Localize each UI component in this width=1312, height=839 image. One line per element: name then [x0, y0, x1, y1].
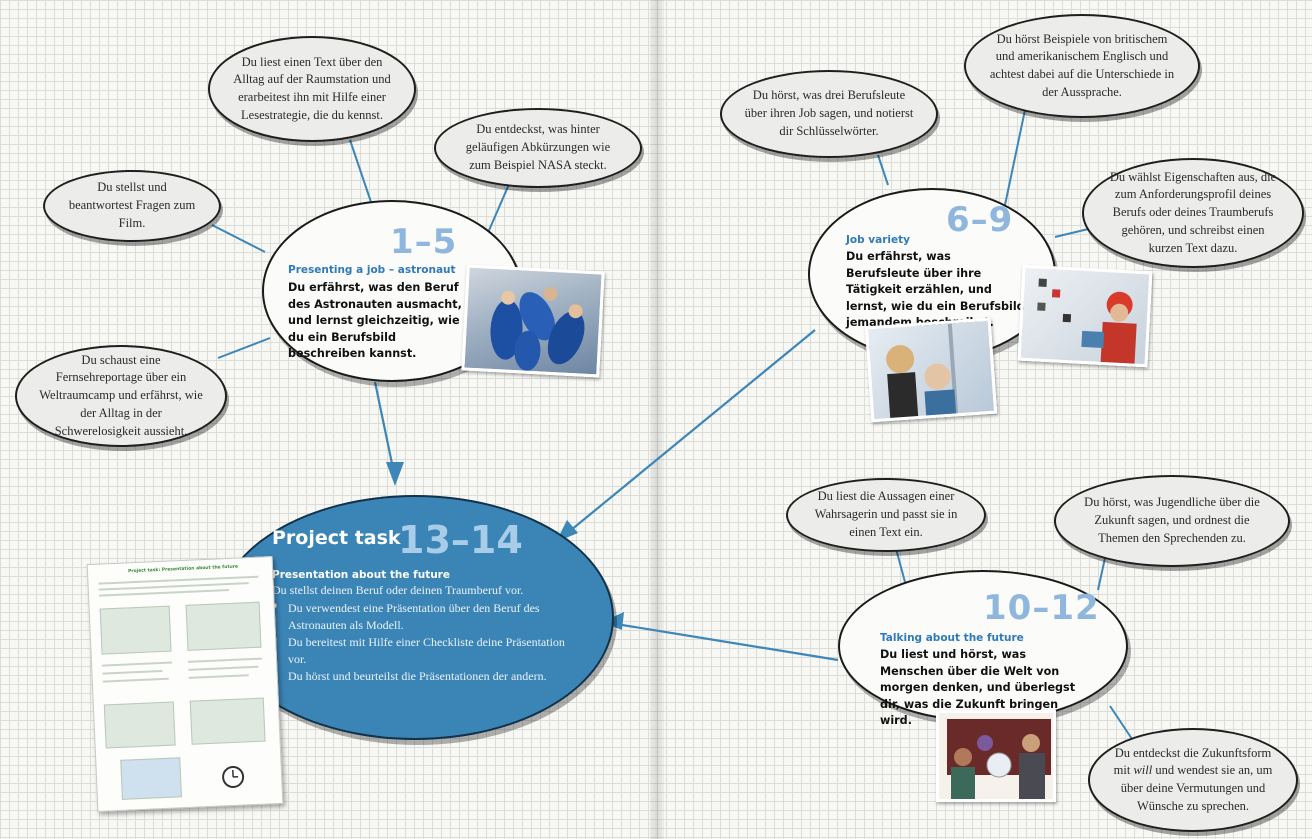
- bubble-zukunftsform: Du entdeckst die Zukunftsform mit will u…: [1088, 728, 1298, 832]
- unit-future-number: 10–12: [983, 588, 1100, 628]
- clock-icon: [222, 765, 245, 788]
- unit-astronaut-topic: Presenting a job – astronaut: [288, 264, 456, 276]
- project-task-item: Du verwendest eine Präsentation über den…: [272, 600, 572, 634]
- arrow-head-1: [386, 462, 404, 486]
- unit-future-bubble: [838, 570, 1128, 722]
- technician-image: [1037, 278, 1137, 368]
- bubble-nasa: Du entdeckst, was hinter geläufigen Abkü…: [434, 108, 642, 188]
- worksheet-title: Project task: Presentation about the fut…: [127, 564, 239, 575]
- worksheet-thumbnail: Project task: Presentation about the fut…: [86, 556, 284, 812]
- unit-astronaut-desc: Du erfährst, was den Beruf des Astronaut…: [288, 281, 462, 361]
- unit-future-topic: Talking about the future: [880, 632, 1024, 644]
- project-task-title: Project task: [272, 527, 401, 549]
- astronauts-image: [490, 286, 585, 371]
- project-task-item: Du bereitest mit Hilfe einer Checkliste …: [272, 634, 572, 668]
- bubble-berufsleute: Du hörst, was drei Berufsleute über ihre…: [720, 70, 938, 158]
- project-task-item: Du hörst und beurteilst die Präsentation…: [272, 668, 572, 685]
- astronaut-photo: [461, 264, 605, 378]
- hairdresser-photo: [864, 317, 998, 423]
- unit-job-topic: Job variety: [846, 234, 910, 246]
- zukunftsform-text: Du entdeckst die Zukunftsform mit will u…: [1113, 745, 1273, 813]
- bubble-eigenschaften: Du wählst Eigenschaften aus, die zum Anf…: [1082, 158, 1304, 268]
- fortune-teller-illustration: [936, 710, 1056, 802]
- bubble-lesen: Du liest einen Text über den Alltag auf …: [208, 36, 416, 142]
- project-task-list: Du verwendest eine Präsentation über den…: [272, 600, 572, 685]
- bubble-jugendliche: Du hörst, was Jugendliche über die Zukun…: [1054, 475, 1290, 567]
- bubble-reportage: Du schaust eine Fernsehreportage über ei…: [15, 345, 227, 447]
- technician-photo: [1017, 264, 1153, 368]
- project-task-number: 13–14: [398, 518, 523, 562]
- fortune-teller-image: [947, 719, 1051, 799]
- bubble-film: Du stellst und beantwortest Fragen zum F…: [43, 170, 221, 242]
- unit-job-desc: Du erfährst, was Berufsleute über ihre T…: [846, 250, 1025, 330]
- bubble-wahrsagerin: Du liest die Aussagen einer Wahrsagerin …: [786, 478, 986, 552]
- bubble-englisch: Du hörst Beispiele von britischem und am…: [964, 14, 1200, 118]
- unit-astronaut-number: 1–5: [390, 222, 458, 262]
- hairdresser-image: [886, 323, 959, 423]
- project-task-subtitle: Presentation about the future: [272, 569, 450, 581]
- project-task-intro: Du stellst deinen Beruf oder deinen Trau…: [272, 583, 524, 597]
- unit-job-number: 6–9: [946, 200, 1014, 240]
- unit-future-desc: Du liest und hörst, was Menschen über di…: [880, 648, 1076, 728]
